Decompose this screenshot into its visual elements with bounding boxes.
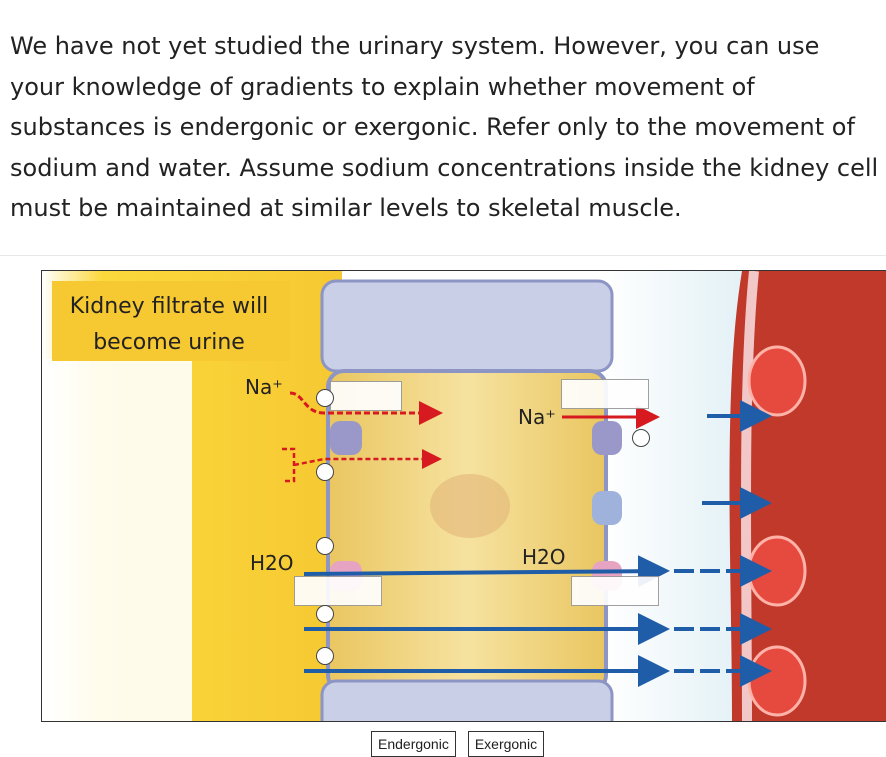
kidney-diagram: Kidney filtrate will become urine Na⁺ Na… — [41, 270, 886, 722]
divider — [0, 255, 886, 256]
drop-zone-na-apical[interactable] — [330, 381, 402, 411]
radio-na-apical-top[interactable] — [316, 389, 334, 407]
drop-zone-h2o-apical[interactable] — [294, 576, 382, 606]
choice-endergonic[interactable]: Endergonic — [371, 731, 456, 757]
filtrate-label-box — [52, 281, 290, 361]
answer-choices: Endergonic Exergonic — [371, 731, 545, 757]
drop-zone-h2o-basolateral[interactable] — [571, 576, 659, 606]
filtrate-label: Kidney filtrate will become urine — [69, 294, 269, 355]
na-left-label: Na⁺ — [245, 375, 283, 399]
radio-h2o-top[interactable] — [316, 537, 334, 555]
diagram-artwork — [42, 271, 886, 721]
radio-h2o-middle[interactable] — [316, 605, 334, 623]
radio-h2o-bottom[interactable] — [316, 647, 334, 665]
radio-na-apical-bottom[interactable] — [316, 463, 334, 481]
na-right-label: Na⁺ — [518, 405, 556, 429]
question-text: We have not yet studied the urinary syst… — [10, 32, 879, 222]
h2o-right-label: H2O — [522, 545, 566, 569]
choice-exergonic[interactable]: Exergonic — [467, 731, 545, 757]
h2o-left-label: H2O — [250, 551, 294, 575]
radio-na-basolateral[interactable] — [632, 429, 650, 447]
drop-zone-na-basolateral[interactable] — [561, 379, 649, 409]
